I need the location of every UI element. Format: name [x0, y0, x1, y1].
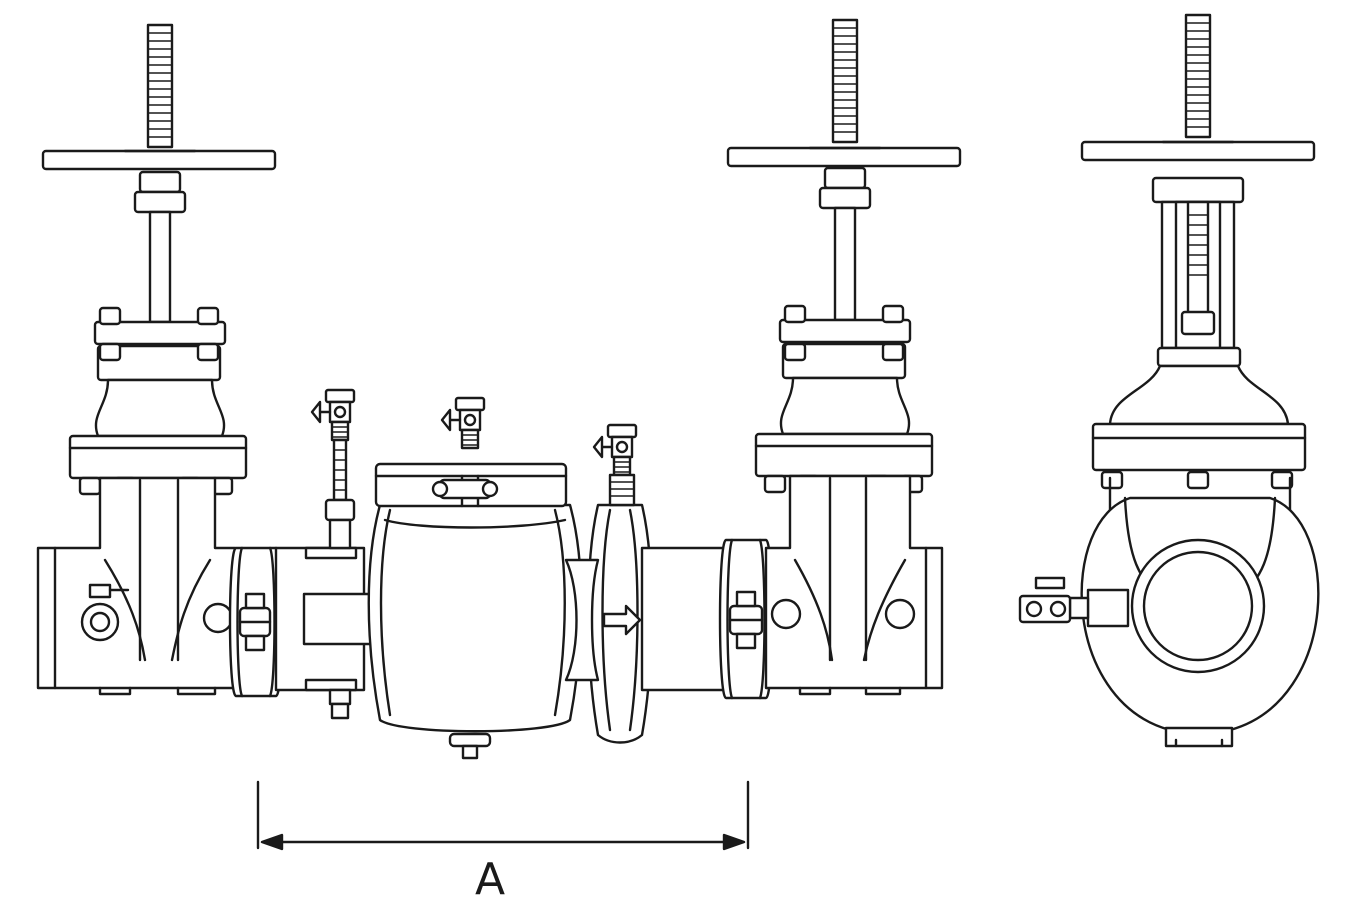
- second-check-body: [564, 423, 728, 744]
- dimension-a: A: [256, 780, 750, 904]
- dimension-arrow-right: [722, 833, 746, 851]
- left-coupling: [228, 546, 284, 698]
- main-check-body: [367, 396, 583, 760]
- left-gate-valve: [36, 23, 277, 696]
- right-gate-valve: [726, 18, 962, 696]
- first-check-section: [274, 388, 386, 720]
- end-view-gate-valve: [1018, 13, 1320, 748]
- dimension-label: A: [475, 854, 505, 904]
- dimension-arrow-left: [260, 833, 284, 851]
- right-coupling: [718, 538, 774, 700]
